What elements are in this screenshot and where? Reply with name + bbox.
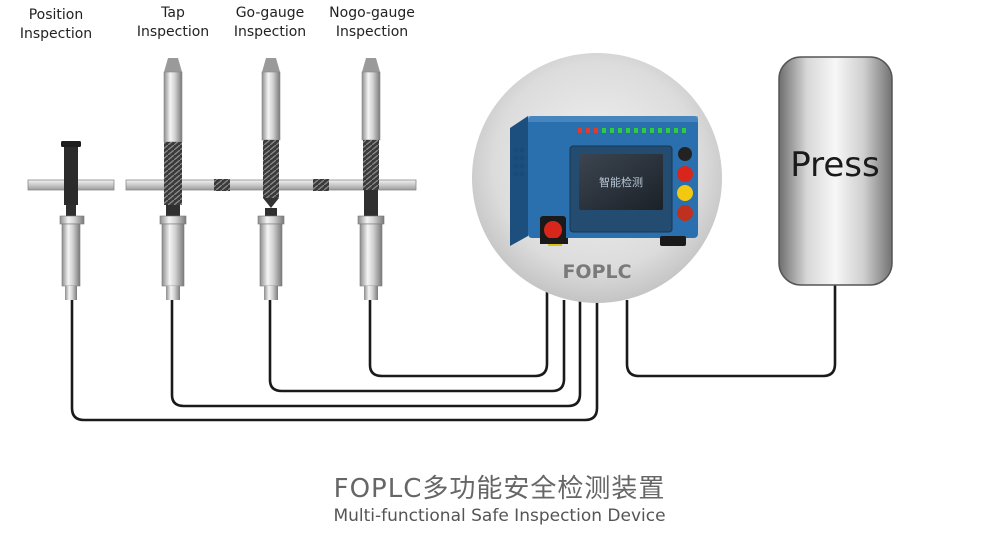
- red-button: [677, 166, 693, 182]
- sensor-position: [59, 141, 85, 300]
- indicator-led: [618, 128, 622, 133]
- station-label-line: Inspection: [335, 24, 409, 40]
- station-label-line: Nogo-gauge: [329, 5, 415, 21]
- vent-grille: [513, 147, 525, 177]
- indicator-led: [610, 128, 614, 133]
- station-label-go-gauge: Go-gauge Inspection: [222, 4, 318, 42]
- indicator-led: [594, 128, 598, 133]
- cable-position: [70, 300, 599, 422]
- sensor-cables: [70, 283, 837, 422]
- cable-tap: [170, 300, 582, 408]
- cable-go-gauge: [268, 300, 566, 393]
- footer-title-en: Multi-functional Safe Inspection Device: [333, 506, 666, 526]
- station-label-position: Position Inspection: [6, 6, 106, 44]
- indicator-led: [674, 128, 678, 133]
- station-label-line: Inspection: [136, 24, 210, 40]
- indicator-led: [682, 128, 686, 133]
- station-label-line: Tap: [161, 5, 185, 21]
- indicator-led: [642, 128, 646, 133]
- cable-nogo-gauge: [368, 292, 549, 378]
- indicator-led: [578, 128, 582, 133]
- indicator-led: [586, 128, 590, 133]
- estop-small-button: [677, 205, 693, 221]
- indicator-led: [602, 128, 606, 133]
- station-label-line: Go-gauge: [235, 5, 305, 21]
- indicator-led: [626, 128, 630, 133]
- yellow-button: [677, 185, 693, 201]
- station-label-nogo-gauge: Nogo-gauge Inspection: [320, 4, 424, 42]
- emergency-stop-button: [544, 221, 562, 239]
- indicator-led: [634, 128, 638, 133]
- station-label-tap: Tap Inspection: [128, 4, 218, 42]
- controller-label: FOPLC: [562, 261, 631, 283]
- station-label-line: Inspection: [19, 26, 93, 42]
- sensor-go-gauge: [257, 58, 285, 300]
- indicator-led: [650, 128, 654, 133]
- foplc-controller: 智能检测 FOPLC: [472, 53, 722, 303]
- press-machine: Press: [778, 56, 893, 286]
- indicator-leds: [578, 128, 686, 133]
- workpiece-plate: [27, 179, 417, 191]
- press-label: Press: [790, 145, 879, 185]
- indicator-led: [658, 128, 662, 133]
- sensor-nogo-gauge: [357, 58, 385, 300]
- indicator-led: [666, 128, 670, 133]
- screen-text: 智能检测: [599, 175, 643, 189]
- selector-knob: [678, 147, 692, 161]
- station-label-line: Inspection: [233, 24, 307, 40]
- footer-title-cn: FOPLC多功能安全检测装置: [333, 474, 666, 504]
- controller-screen: [579, 154, 663, 210]
- cable-press: [625, 283, 837, 378]
- sensor-tap: [159, 58, 187, 300]
- controller-foot: [660, 236, 686, 246]
- station-label-line: Position: [28, 7, 84, 23]
